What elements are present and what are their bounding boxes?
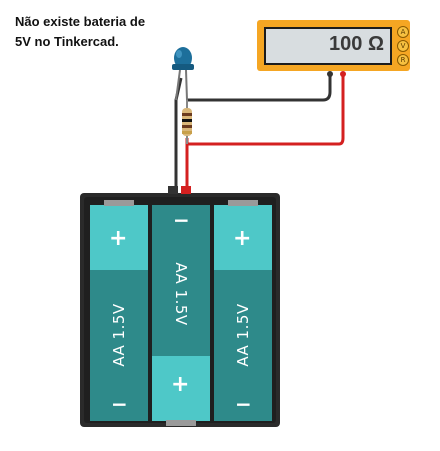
battery-3-negative-sign: − <box>235 392 252 416</box>
annotation-line-2: 5V no Tinkercad. <box>15 34 119 49</box>
battery-1-label: AA 1.5V <box>110 303 128 367</box>
amps-mode-button[interactable]: A <box>397 26 409 38</box>
battery-1[interactable] <box>90 200 148 421</box>
resistor[interactable] <box>182 100 192 144</box>
battery-2[interactable] <box>152 205 210 426</box>
led[interactable] <box>172 47 194 101</box>
red-wire-multimeter <box>187 75 345 146</box>
annotation-text: Não existe bateria de 5V no Tinkercad. <box>15 12 185 52</box>
wires <box>174 75 345 190</box>
battery-3[interactable] <box>214 200 272 421</box>
black-wire-multimeter <box>187 75 332 102</box>
volts-mode-button[interactable]: V <box>397 40 409 52</box>
multimeter[interactable] <box>257 20 410 77</box>
multimeter-display: 100 Ω <box>329 33 384 55</box>
battery-2-negative-sign: − <box>173 208 190 232</box>
annotation-line-1: Não existe bateria de <box>15 14 146 29</box>
ohms-mode-button[interactable]: R <box>397 54 409 66</box>
battery-1-negative-sign: − <box>111 392 128 416</box>
battery-2-label: AA 1.5V <box>172 262 190 326</box>
battery-1-positive-sign: + <box>109 226 128 251</box>
battery-3-label: AA 1.5V <box>234 303 252 367</box>
battery-3-positive-sign: + <box>233 226 252 251</box>
battery-2-positive-sign: + <box>171 372 190 397</box>
